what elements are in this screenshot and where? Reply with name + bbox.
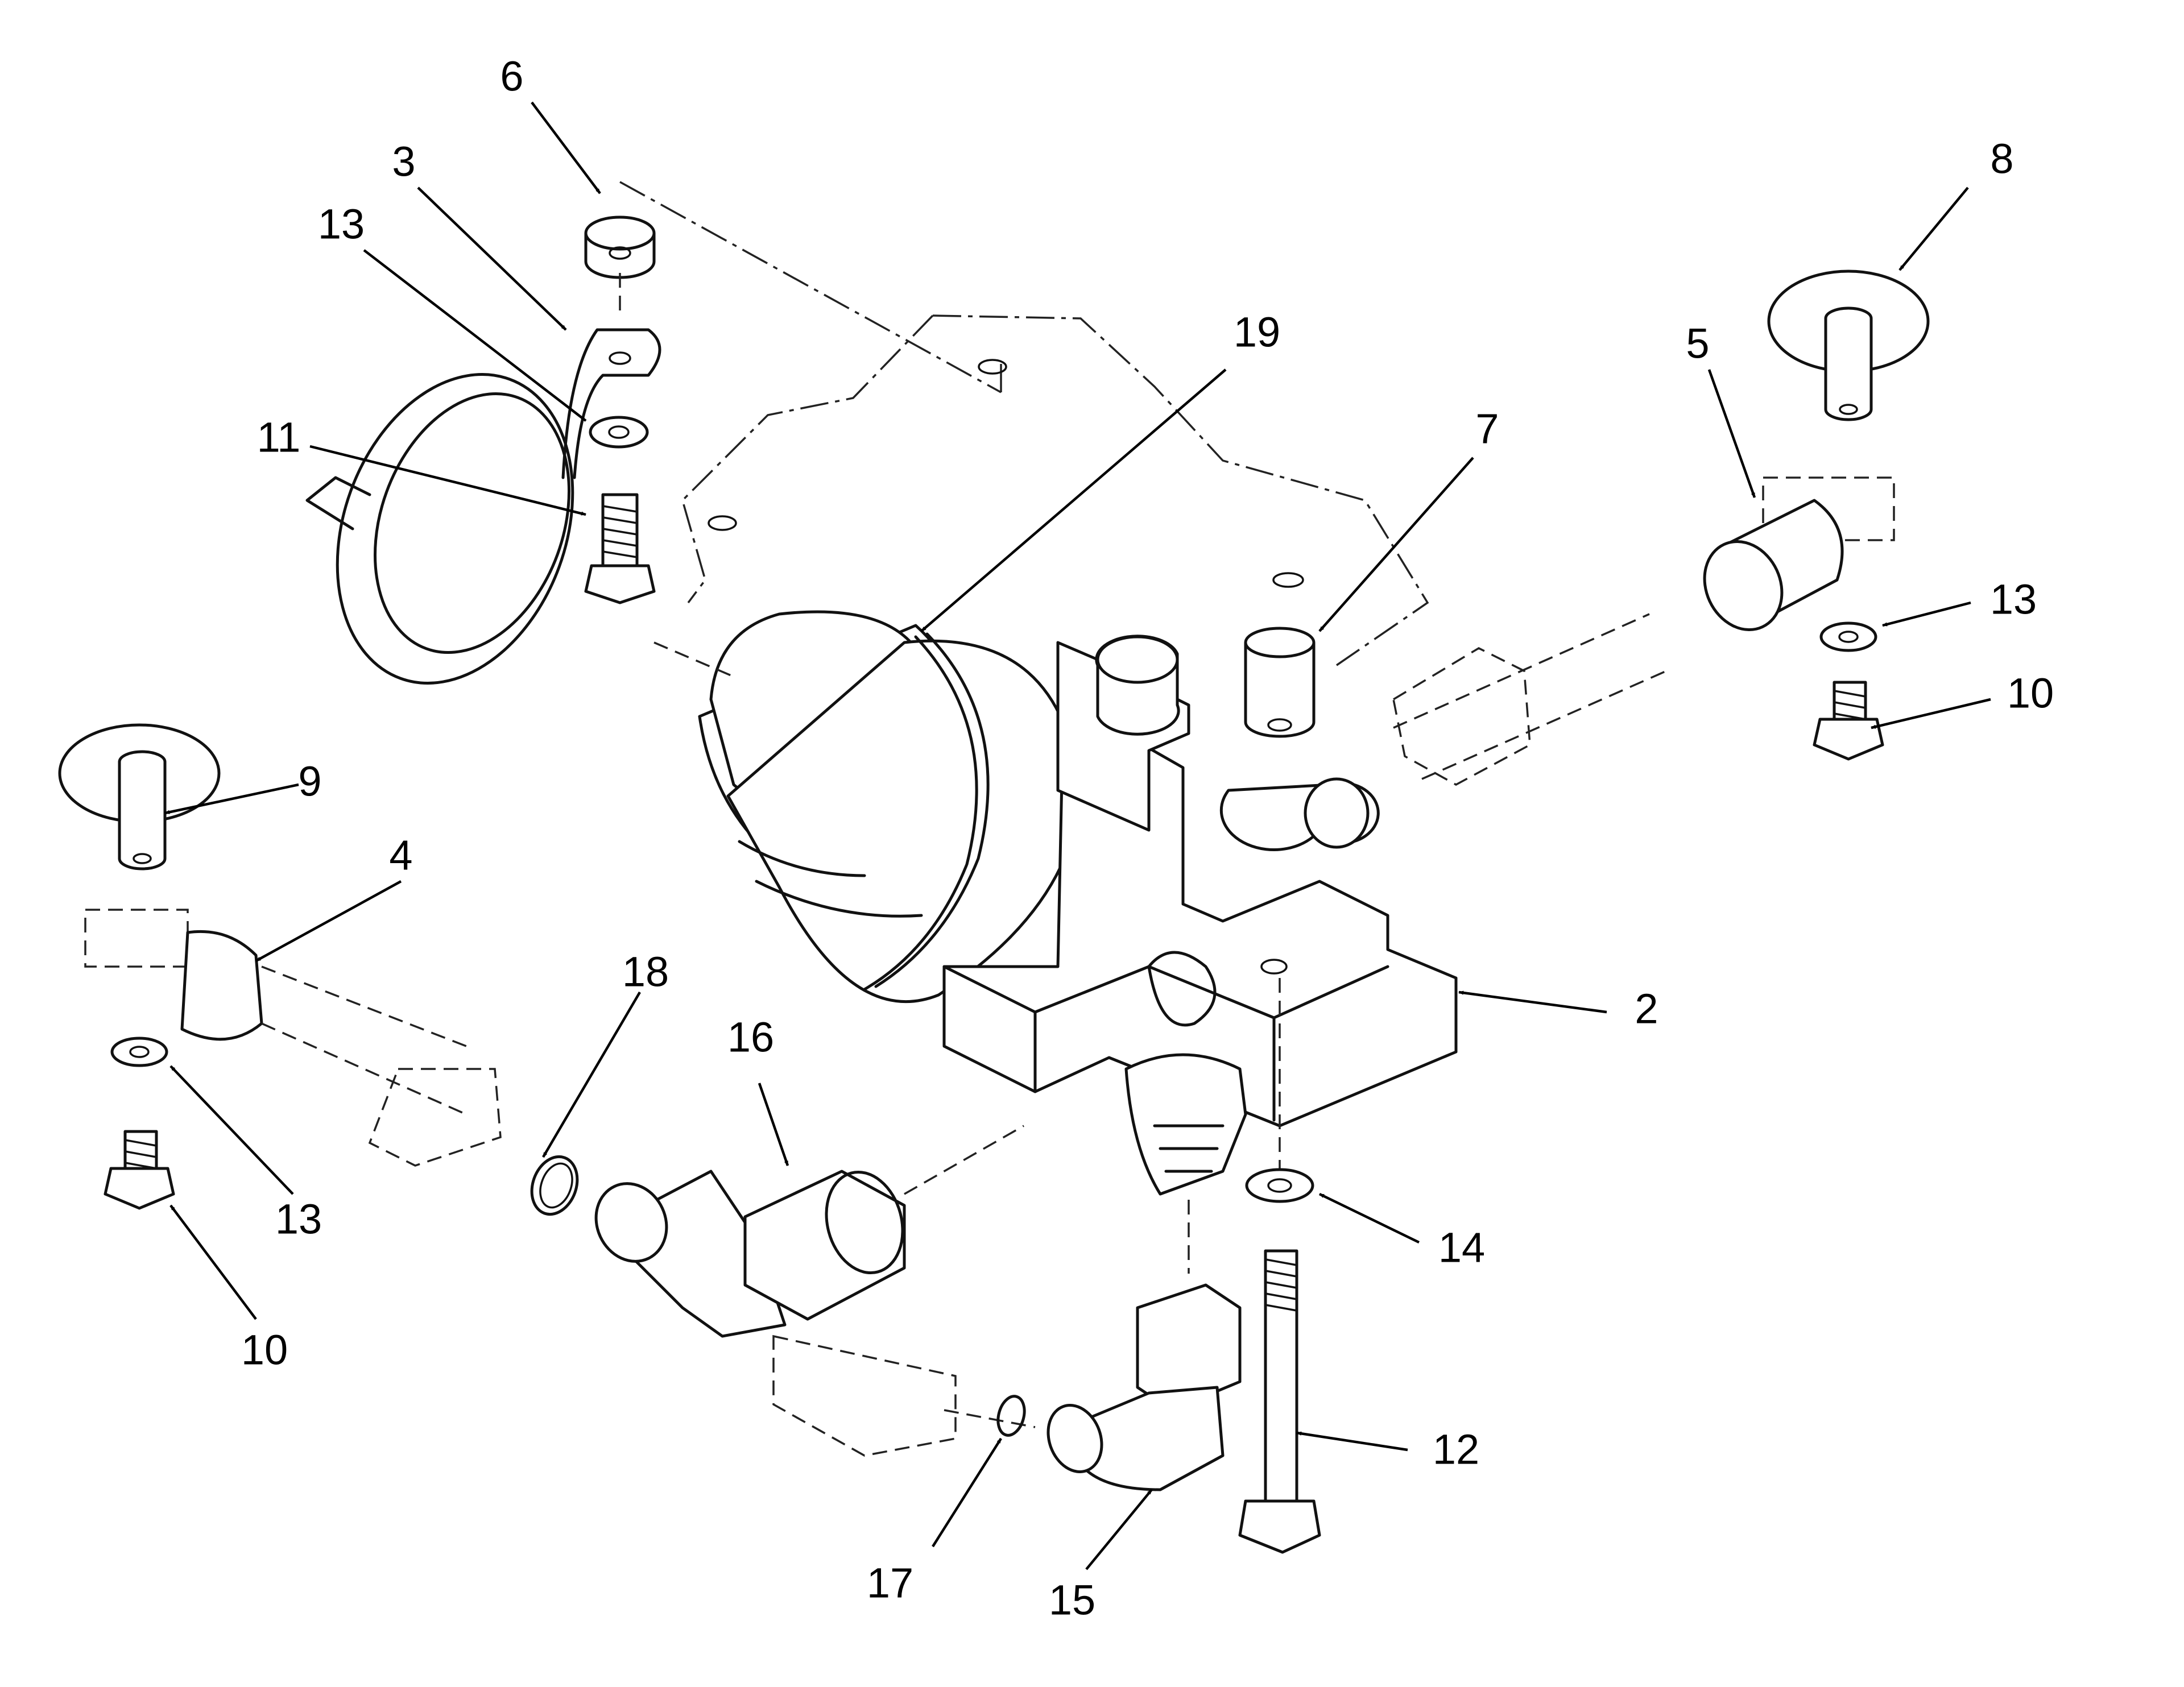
callout-13: 13 xyxy=(1990,576,2037,623)
part-10-bolt-right xyxy=(1813,681,1884,761)
callout-3: 3 xyxy=(392,138,415,185)
part-13-washer-upper xyxy=(589,416,649,449)
part-8-disc xyxy=(1767,270,1930,421)
callout-18: 18 xyxy=(622,948,669,996)
callout-11: 11 xyxy=(257,414,301,461)
part-11-bolt xyxy=(584,493,656,604)
part-17-oring xyxy=(996,1395,1026,1437)
callout-10: 10 xyxy=(2007,670,2054,717)
part-13-washer-left xyxy=(110,1037,168,1067)
callout-2: 2 xyxy=(1635,985,1658,1033)
callout-19: 19 xyxy=(1234,309,1280,356)
callout-9: 9 xyxy=(298,758,321,805)
callout-5: 5 xyxy=(1686,320,1709,367)
part-3-clamp xyxy=(305,328,661,685)
part-7-dowel xyxy=(1244,627,1316,738)
leader-lines xyxy=(164,101,1991,1570)
part-13-washer-right xyxy=(1819,621,1877,652)
part-16-elbow xyxy=(594,1125,1024,1338)
part-2-manifold xyxy=(942,635,1458,1128)
part-18-oring xyxy=(530,1155,579,1216)
part-12-long-bolt xyxy=(1238,1249,1321,1554)
mounting-plate-phantom xyxy=(619,181,1429,666)
callout-17: 17 xyxy=(867,1560,913,1607)
part-9-disc xyxy=(58,723,221,871)
callout-13: 13 xyxy=(318,201,365,248)
callout-15: 15 xyxy=(1049,1577,1095,1624)
part-6-spacer xyxy=(584,215,656,318)
callout-12: 12 xyxy=(1433,1426,1479,1473)
part-4-connector xyxy=(84,909,502,1167)
manifold-outlet-nozzle xyxy=(1124,1053,1247,1274)
callout-16: 16 xyxy=(727,1014,774,1061)
callout-13: 13 xyxy=(275,1196,322,1243)
callout-6: 6 xyxy=(500,53,523,100)
callout-labels: 6 3 13 11 19 8 5 7 13 10 9 4 18 16 2 13 … xyxy=(241,53,2054,1624)
callout-4: 4 xyxy=(389,832,412,879)
part-14-washer xyxy=(1245,978,1314,1203)
part-10-bolt-left xyxy=(104,1130,175,1210)
callout-14: 14 xyxy=(1438,1224,1485,1271)
callout-10: 10 xyxy=(241,1327,288,1374)
part-15-elbow xyxy=(772,1283,1242,1491)
callout-7: 7 xyxy=(1475,405,1499,453)
part-19-valve-body xyxy=(653,610,1082,1004)
callout-8: 8 xyxy=(1990,135,2013,183)
part-5-connector xyxy=(1392,476,1895,786)
